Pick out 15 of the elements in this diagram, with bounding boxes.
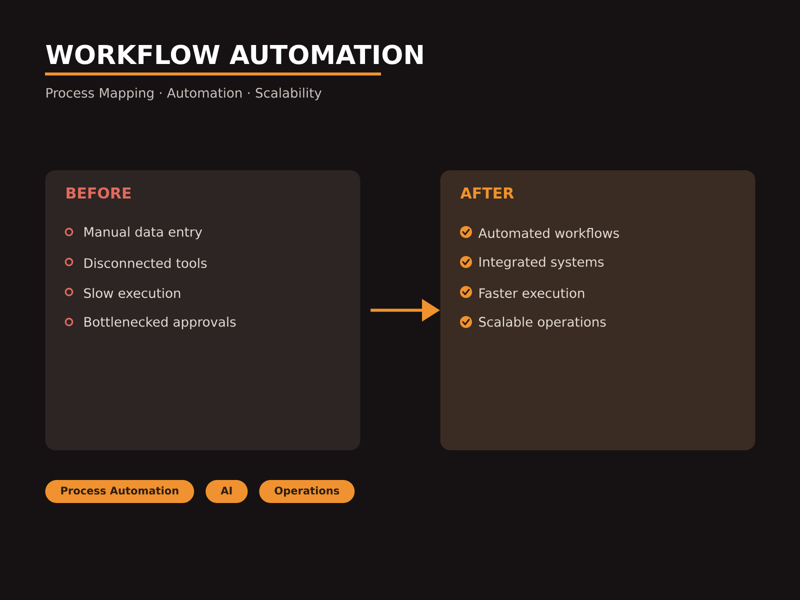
list-item: Integrated systems	[480, 256, 604, 270]
list-item: Disconnected tools	[84, 258, 207, 268]
title: WORKFLOW AUTOMATION	[46, 44, 423, 64]
heading: BEFORE	[66, 187, 131, 199]
list-item: Manual data entry	[84, 226, 202, 240]
list-item: Slow execution	[84, 288, 180, 298]
tag-pill: Operations	[259, 480, 355, 503]
heading: AFTER	[460, 188, 514, 198]
list-item: Bottlenecked approvals	[84, 316, 236, 330]
tag-pill: Process Automation	[45, 480, 194, 503]
subtitle: Process Mapping · Automation · Scalability	[46, 88, 322, 100]
list-item: Faster execution	[480, 288, 584, 298]
list-item: Scalable operations	[479, 316, 606, 330]
list-item: Automated workflows	[478, 228, 619, 238]
tag-pill: AI	[206, 480, 248, 503]
